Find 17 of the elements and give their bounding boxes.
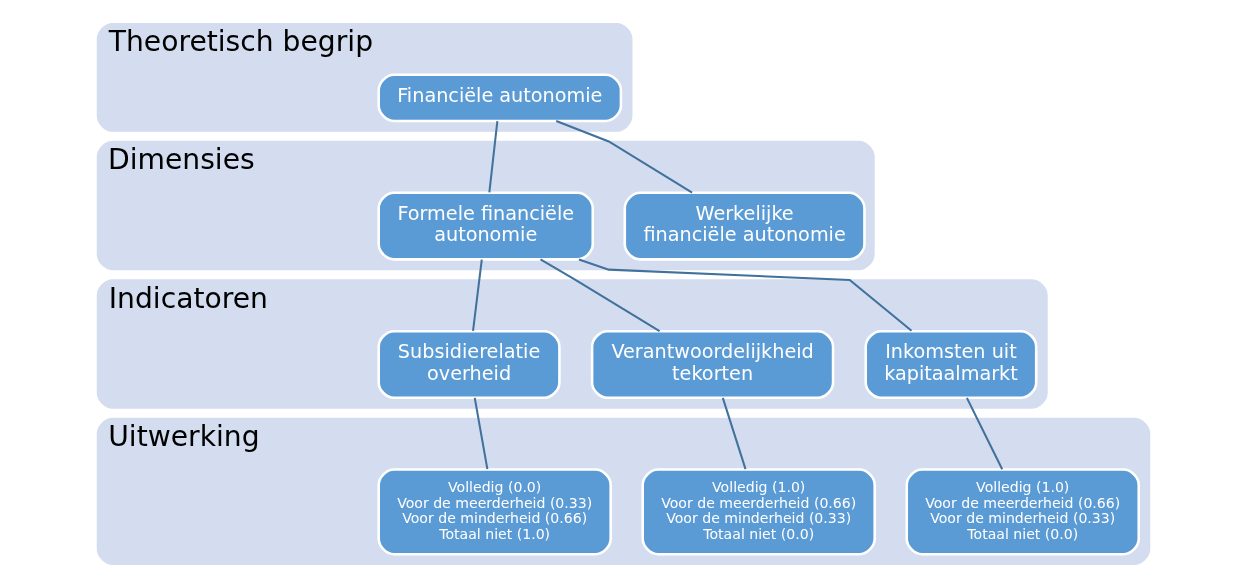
node-box: Volledig (1.0) Voor de meerderheid (0.66) Voor de minderheid (0.33) Totaal niet (0.0) <box>641 468 876 556</box>
connector <box>472 259 483 331</box>
connector <box>721 397 747 470</box>
node-box: Subsidierelatie overheid <box>377 329 561 400</box>
connector <box>540 258 661 332</box>
node-box: Verantwoordelijkheid tekorten <box>590 329 835 400</box>
node-box: Werkelijke financiële autonomie <box>623 191 866 261</box>
node-box: Financiële autonomie <box>377 73 623 123</box>
node-box: Volledig (0.0) Voor de meerderheid (0.33) Voor de minderheid (0.66) Totaal niet (1.0) <box>377 468 612 556</box>
connector <box>578 258 913 332</box>
connector <box>488 120 499 193</box>
node-box: Volledig (1.0) Voor de meerderheid (0.66) Voor de minderheid (0.33) Totaal niet (0.0) <box>905 468 1140 556</box>
node-box: Formele financiële autonomie <box>377 191 594 261</box>
connector <box>965 397 1004 470</box>
connector <box>555 120 693 194</box>
connector <box>473 397 489 470</box>
node-box: Inkomsten uit kapitaalmarkt <box>864 329 1038 400</box>
